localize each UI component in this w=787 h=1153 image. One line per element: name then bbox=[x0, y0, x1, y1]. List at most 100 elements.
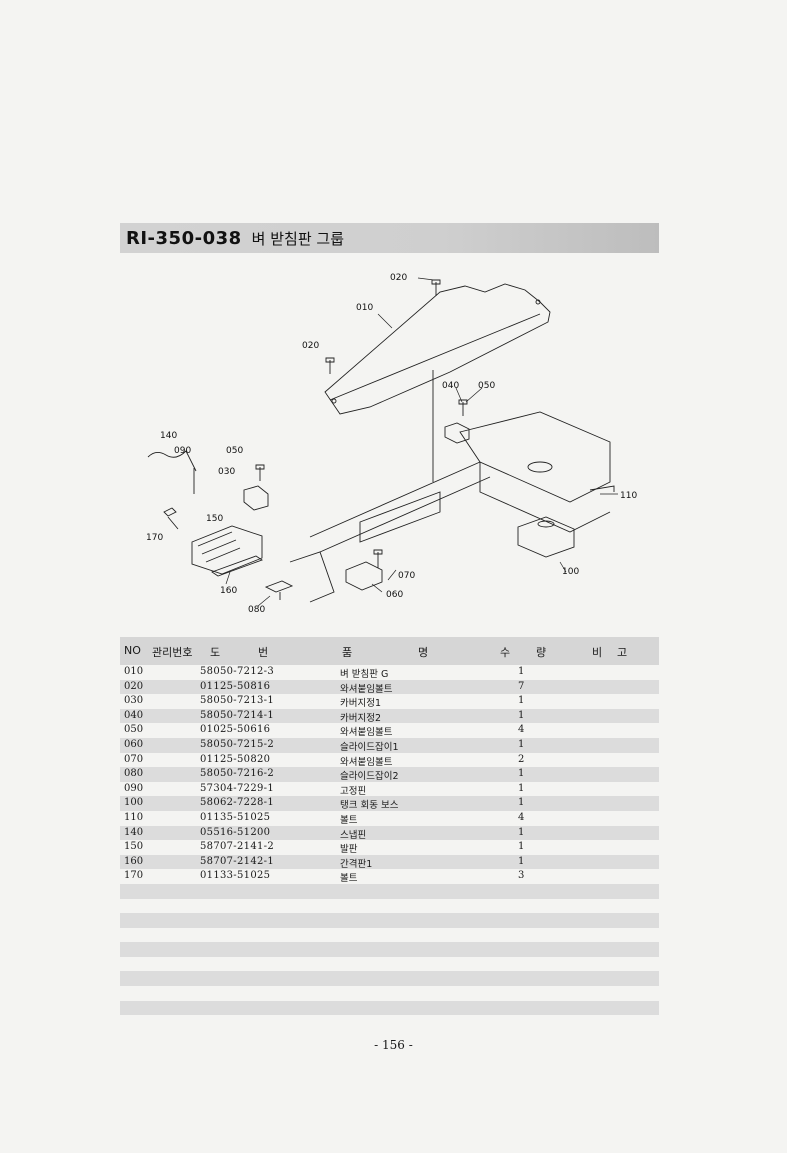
table-row: 110 01135-51025 볼트 4 bbox=[120, 811, 659, 826]
header-qty-1: 수 bbox=[500, 646, 511, 659]
cell-part-name: 벼 받침판 G bbox=[340, 669, 389, 680]
callout-label: 140 bbox=[160, 431, 177, 441]
table-row: 040 58050-7214-1 카버지정2 1 bbox=[120, 708, 659, 724]
cell-no: 160 bbox=[124, 855, 144, 867]
frame-right bbox=[459, 411, 611, 503]
leader-060 bbox=[371, 583, 383, 593]
snap-pin-140 bbox=[147, 450, 197, 472]
cell-no: 050 bbox=[124, 724, 144, 736]
header-mgmt: 관리번호 bbox=[152, 646, 193, 659]
cell-quantity: 2 bbox=[518, 753, 525, 765]
plate-hole bbox=[331, 398, 337, 404]
cell-drawing-number: 01135-51025 bbox=[200, 811, 271, 823]
table-row-empty bbox=[120, 986, 659, 1001]
table-row: 100 58062-7228-1 탱크 회동 보스 1 bbox=[120, 796, 659, 811]
cell-quantity: 1 bbox=[518, 841, 525, 853]
cell-quantity: 1 bbox=[518, 782, 525, 794]
cell-no: 110 bbox=[124, 811, 144, 823]
group-name: 벼 받침판 그룹 bbox=[251, 229, 344, 248]
cell-quantity: 1 bbox=[518, 695, 525, 707]
header-qty-2: 량 bbox=[536, 646, 547, 659]
cell-drawing-number: 58707-2141-2 bbox=[200, 841, 274, 853]
table-row: 020 01125-50816 와셔붙임볼트 7 bbox=[120, 679, 659, 695]
leader-100 bbox=[559, 561, 567, 573]
table-row-empty bbox=[120, 899, 659, 914]
table-row-empty bbox=[120, 1000, 659, 1016]
cell-quantity: 1 bbox=[518, 709, 525, 721]
cell-part-name: 슬라이드잡이2 bbox=[340, 771, 399, 783]
cell-no: 070 bbox=[124, 753, 144, 765]
leader-080 bbox=[257, 595, 271, 607]
callout-label: 050 bbox=[478, 381, 495, 391]
callout-label: 080 bbox=[248, 605, 265, 615]
table-row: 010 58050-7212-3 벼 받침판 G 1 bbox=[120, 665, 659, 680]
cell-no: 010 bbox=[124, 666, 144, 677]
cell-no: 080 bbox=[124, 768, 144, 780]
bolt-070 bbox=[373, 549, 383, 568]
cell-drawing-number: 01125-50816 bbox=[200, 680, 271, 692]
cell-part-name: 탱크 회동 보스 bbox=[340, 800, 399, 812]
parts-table: NO 관리번호 도 번 품 명 수 량 비 고 010 58050-7212-3… bbox=[120, 637, 659, 1016]
cell-part-name: 고정핀 bbox=[340, 785, 367, 797]
callout-label: 030 bbox=[218, 467, 235, 477]
cell-quantity: 1 bbox=[518, 666, 525, 677]
callout-label: 110 bbox=[620, 491, 637, 501]
bolt-050-left bbox=[255, 464, 265, 481]
cell-quantity: 1 bbox=[518, 797, 525, 809]
parts-diagram: 020 010 020 040 050 140 090 050 030 110 … bbox=[120, 262, 659, 632]
cell-quantity: 1 bbox=[518, 768, 525, 780]
leader-160 bbox=[225, 571, 231, 585]
cell-quantity: 1 bbox=[518, 738, 525, 750]
cell-drawing-number: 58050-7215-2 bbox=[200, 738, 274, 750]
step-150-ribs bbox=[197, 531, 241, 563]
header-no: NO bbox=[124, 644, 141, 657]
cell-drawing-number: 58050-7212-3 bbox=[200, 666, 274, 677]
table-row: 090 57304-7229-1 고정핀 1 bbox=[120, 782, 659, 797]
header-name-2: 명 bbox=[418, 646, 429, 659]
cell-drawing-number: 58050-7214-1 bbox=[200, 709, 274, 721]
cell-quantity: 7 bbox=[518, 680, 525, 692]
cell-no: 100 bbox=[124, 797, 144, 809]
spacer-160 bbox=[211, 555, 263, 577]
table-header: NO 관리번호 도 번 품 명 수 량 비 고 bbox=[120, 637, 659, 665]
table-row: 030 58050-7213-1 카버지정1 1 bbox=[120, 694, 659, 709]
lower-plate bbox=[289, 551, 335, 603]
cell-part-name: 볼트 bbox=[340, 814, 358, 826]
leader-010 bbox=[377, 313, 393, 329]
cell-part-name: 카버지정1 bbox=[340, 698, 382, 710]
bolt-170 bbox=[163, 507, 179, 530]
table-row: 080 58050-7216-2 슬라이드잡이2 1 bbox=[120, 767, 659, 782]
table-row: 170 01133-51025 볼트 3 bbox=[120, 869, 659, 884]
cell-drawing-number: 58050-7216-2 bbox=[200, 768, 274, 780]
bolt-110-shaft bbox=[589, 485, 615, 492]
cell-drawing-number: 58050-7213-1 bbox=[200, 695, 274, 707]
table-row: 160 58707-2142-1 간격판1 1 bbox=[120, 854, 659, 870]
cell-drawing-number: 05516-51200 bbox=[200, 826, 271, 838]
cell-no: 040 bbox=[124, 709, 144, 721]
slider-080 bbox=[264, 580, 294, 600]
callout-label: 090 bbox=[174, 446, 191, 456]
bolt-020-top bbox=[431, 279, 441, 296]
leader-070 bbox=[387, 569, 397, 581]
boss-100-hole bbox=[537, 520, 555, 528]
cell-quantity: 1 bbox=[518, 826, 525, 838]
table-row-empty bbox=[120, 913, 659, 928]
callout-label: 060 bbox=[386, 590, 403, 600]
page-title: RI-350-038 벼 받침판 그룹 bbox=[120, 223, 659, 253]
header-name-1: 품 bbox=[342, 646, 353, 659]
callout-label: 100 bbox=[562, 567, 579, 577]
table-row-empty bbox=[120, 971, 659, 987]
callout-label: 020 bbox=[390, 273, 407, 283]
cell-part-name: 카버지정2 bbox=[340, 712, 382, 724]
cell-quantity: 4 bbox=[518, 724, 525, 736]
callout-label: 040 bbox=[442, 381, 459, 391]
cell-quantity: 4 bbox=[518, 811, 525, 823]
leader-020-top bbox=[417, 277, 435, 281]
exploded-view-drawing: 020 010 020 040 050 140 090 050 030 110 … bbox=[146, 273, 637, 615]
cell-no: 090 bbox=[124, 782, 144, 794]
frame-right-lower bbox=[479, 462, 611, 533]
callout-label: 160 bbox=[220, 586, 237, 596]
table-row: 070 01125-50820 와셔붙임볼트 2 bbox=[120, 753, 659, 768]
cell-part-name: 스냅핀 bbox=[340, 829, 367, 841]
callout-label: 010 bbox=[356, 303, 373, 313]
